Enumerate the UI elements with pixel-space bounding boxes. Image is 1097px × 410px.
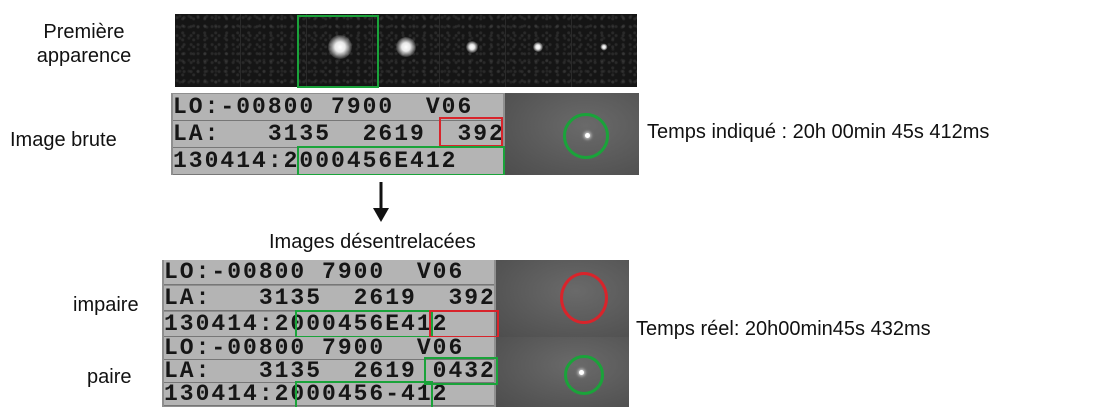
raw-meteor-circle bbox=[563, 113, 609, 159]
strip-frame-5 bbox=[439, 14, 506, 87]
odd-line-2: LA: 3135 2619 392 bbox=[164, 285, 496, 311]
odd-line-3: 130414:2000456E412 bbox=[164, 312, 494, 337]
first-appearance-label: Première apparence bbox=[36, 21, 132, 67]
first-appearance-highlight bbox=[297, 15, 379, 88]
raw-ms-highlight bbox=[439, 117, 503, 147]
even-line-3: 130414:2000456-412 bbox=[164, 383, 494, 406]
real-time-label: Temps réel: 20h00min45s 432ms bbox=[636, 318, 931, 340]
even-meteor-circle bbox=[564, 355, 604, 395]
even-video-frame: LO:-00800 7900 V06 LA: 3135 2619 0432 13… bbox=[162, 337, 629, 407]
deinterlaced-title: Images désentrelacées bbox=[269, 231, 476, 253]
even-ms-highlight bbox=[424, 357, 498, 385]
strip-frame-2 bbox=[241, 14, 308, 87]
first-appearance-strip bbox=[175, 14, 637, 87]
even-line-2: LA: 3135 2619 0432 bbox=[164, 358, 496, 384]
odd-line-1: LO:-00800 7900 V06 bbox=[164, 260, 494, 285]
strip-frame-1 bbox=[175, 14, 242, 87]
odd-empty-circle bbox=[560, 272, 608, 324]
raw-time-highlight bbox=[297, 146, 505, 175]
even-label: paire bbox=[87, 366, 132, 388]
even-meteor-dot bbox=[579, 370, 584, 375]
strip-frame-7 bbox=[571, 14, 637, 87]
indicated-time-label: Temps indiqué : 20h 00min 45s 412ms bbox=[647, 121, 990, 143]
even-line-1: LO:-00800 7900 V06 bbox=[164, 337, 494, 360]
odd-ms-highlight bbox=[429, 310, 499, 338]
odd-label: impaire bbox=[73, 294, 139, 316]
raw-line-1: LO:-00800 7900 V06 bbox=[173, 94, 503, 121]
strip-frame-3 bbox=[307, 14, 374, 87]
raw-image-label: Image brute bbox=[10, 129, 117, 151]
odd-video-frame: LO:-00800 7900 V06 LA: 3135 2619 392 130… bbox=[162, 260, 629, 338]
raw-meteor-dot bbox=[585, 133, 590, 138]
raw-line-3: 130414:2000456E412 bbox=[173, 148, 503, 175]
raw-line-2: LA: 3135 2619 392 bbox=[173, 121, 505, 148]
arrow-down-icon bbox=[373, 182, 389, 222]
raw-video-frame: LO:-00800 7900 V06 LA: 3135 2619 392 130… bbox=[171, 93, 639, 175]
strip-frame-4 bbox=[373, 14, 440, 87]
strip-frame-6 bbox=[505, 14, 572, 87]
odd-time-highlight bbox=[295, 310, 433, 338]
even-time-highlight bbox=[295, 381, 433, 407]
